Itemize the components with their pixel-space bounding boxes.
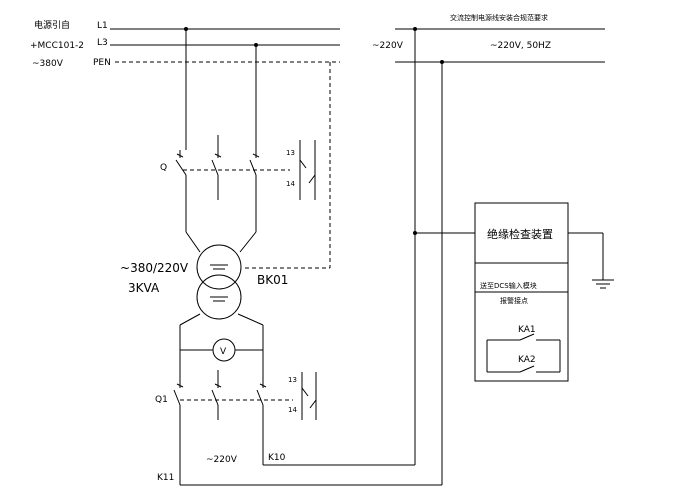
transformer-symbol (196, 244, 242, 320)
wire (239, 231, 257, 253)
device-title: 绝缘检查装置 (487, 227, 553, 241)
wire (237, 313, 264, 326)
breaker-q: 13 14 (175, 135, 316, 200)
ground-icon (592, 279, 614, 289)
svg-text:13: 13 (286, 149, 295, 157)
transformer-ratio: ~380/220V (120, 261, 189, 275)
source-voltage: ~380V (32, 59, 64, 69)
source-name: +MCC101-2 (30, 41, 84, 51)
junction-dot (413, 27, 417, 31)
relay-ka2-label: KA2 (518, 355, 536, 365)
source-title: 电源引自 (34, 19, 70, 31)
wire (185, 231, 201, 253)
breaker-q1: 13 14 (173, 370, 317, 485)
line-label-l3: L3 (97, 38, 108, 48)
device-alarm-label: 报警接点 (500, 296, 528, 305)
line-label-pen: PEN (93, 58, 111, 68)
junction-dot (254, 43, 258, 47)
voltmeter-label: V (220, 347, 227, 357)
svg-text:14: 14 (286, 180, 295, 188)
line-label-l1: L1 (97, 21, 108, 31)
junction-dot (184, 27, 188, 31)
junction-dot (413, 231, 417, 235)
relay-ka1-label: KA1 (518, 325, 536, 335)
output-voltage: ~220V (206, 455, 238, 465)
breaker-q1-label: Q1 (155, 395, 168, 405)
breaker-q-label: Q (160, 163, 167, 173)
wire (179, 313, 201, 326)
label-k11: K11 (157, 473, 174, 483)
supply-voltage-right: ~220V, 50HZ (490, 41, 551, 51)
transformer-tag: BK01 (257, 273, 288, 287)
voltmeter-symbol (212, 338, 236, 362)
device-subtitle: 送至DCS输入模块 (480, 281, 537, 290)
svg-text:13: 13 (288, 376, 297, 384)
relay-ka2-contact (487, 365, 560, 373)
transformer-capacity: 3KVA (128, 281, 160, 295)
label-k10: K10 (268, 453, 286, 463)
svg-text:14: 14 (288, 406, 297, 414)
junction-dot (440, 60, 444, 64)
supply-header: 交流控制电源线安装合规范要求 (450, 13, 548, 22)
relay-ka1-contact (486, 333, 561, 372)
supply-voltage-left: ~220V (372, 41, 404, 51)
